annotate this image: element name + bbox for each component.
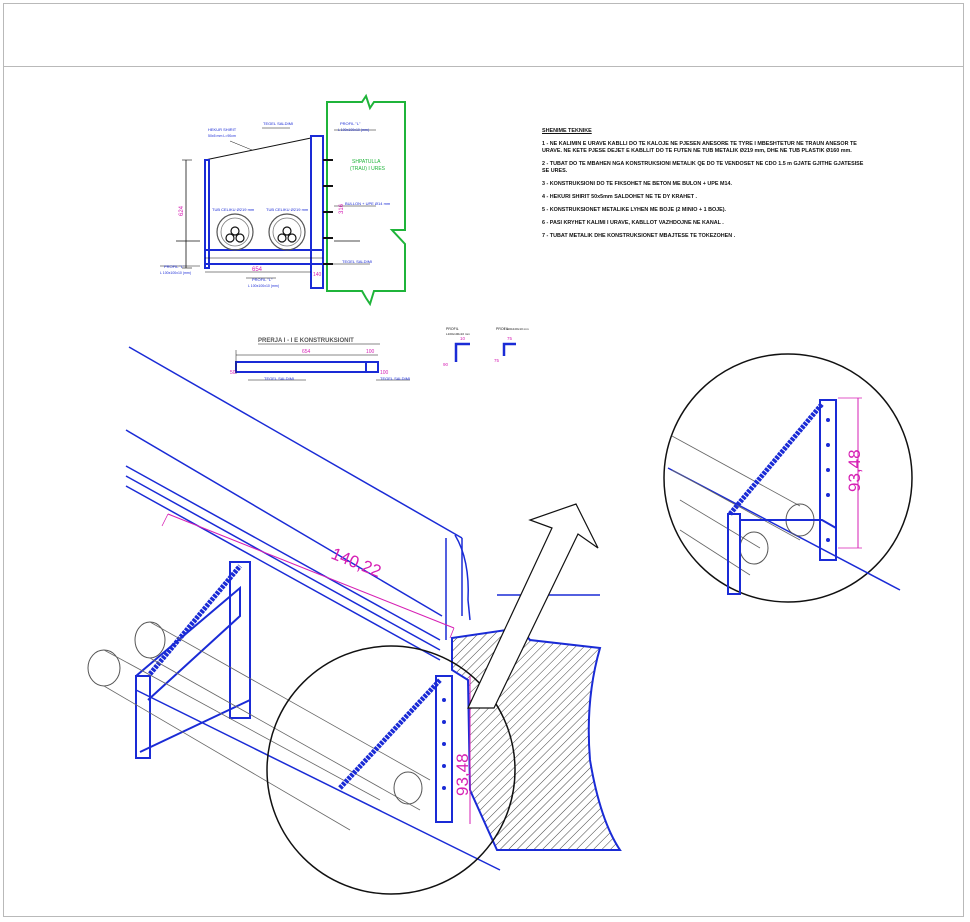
note-7: 7 - TUBAT METALIK DHE KONSTRUKSIONET MBA… xyxy=(542,233,736,240)
left-profile xyxy=(204,159,210,269)
label-profil-l-left: PROFIL "L" xyxy=(164,264,185,269)
label-hekur-shirit: HEKUR SHIRIT xyxy=(208,127,237,132)
note-5: 5 - KONSTRUKSIONET METALIKE LYHEN ME BOJ… xyxy=(542,207,727,214)
profil-a-dim1: 10 xyxy=(460,336,466,341)
profil-b-label: PROFIL xyxy=(496,327,509,331)
note-4: 4 - HEKURI SHIRIT 50x5mm SALDOHET NE TE … xyxy=(542,194,698,201)
label-shpatulla: SHPATULLA (TRAU) I URES xyxy=(350,159,386,172)
label-bulon: BULLON + UPE Ø14 mm xyxy=(345,201,391,206)
note-6: 6 - PASI KRYHET KALIMI I URAVE, KABLLOT … xyxy=(542,220,724,227)
dim-316: 316 xyxy=(339,203,345,214)
dim-654: 654 xyxy=(252,267,263,273)
detail-dim-100-right: 100 xyxy=(380,370,389,376)
label-profil-l-top-spec: L 100x100x10 (mm) xyxy=(338,128,369,132)
detail-dim-50-left: 50 xyxy=(230,370,236,376)
dim-624: 624 xyxy=(179,205,185,216)
title-band xyxy=(3,3,964,67)
profil-b-dim2: 75 xyxy=(494,358,500,363)
label-tub-celiku-1: TUB CELIKU Ø219 mm xyxy=(212,207,255,212)
detail-tegel-left: TEGEL SALDIMI xyxy=(264,376,294,381)
label-shpatulla-line2: (TRAU) I URES xyxy=(350,166,386,172)
label-shpatulla-line1: SHPATULLA xyxy=(352,159,381,165)
dim-140: 140 xyxy=(313,272,322,278)
note-1: 1 - NE KALIMIN E URAVE KABLLI DO TE KALO… xyxy=(542,141,857,155)
iso-pipe-b xyxy=(87,649,121,687)
dim-height: 93,48 xyxy=(453,753,472,796)
dim-long: 140,22 xyxy=(329,544,384,581)
label-tegel-saldimi-top: TEGEL SALDIMI xyxy=(263,121,293,126)
label-profil-l-bottom-spec: L 100x100x10 (mm) xyxy=(248,284,279,288)
dim-height-zoom: 93,48 xyxy=(845,449,864,492)
detail-bar xyxy=(235,361,379,373)
label-tegel-saldimi-right: TEGEL SALDIMI xyxy=(342,259,372,264)
profil-a-dim2: 90 xyxy=(443,362,449,367)
bottom-profile xyxy=(204,249,324,265)
drawing-frame xyxy=(3,3,964,917)
zoom-circle xyxy=(663,353,913,603)
pipe-left xyxy=(216,213,254,251)
label-profil-l-bottom: PROFIL "L" xyxy=(252,277,273,282)
profil-b-dim1: 75 xyxy=(507,336,513,341)
technical-notes: SHENIME TEKNIKE 1 - NE KALIMIN E URAVE K… xyxy=(542,128,872,246)
iso-pipe-a xyxy=(134,621,166,659)
note-2: 2 - TUBAT DO TE MBAHEN NGA KONSTRUKSIONI… xyxy=(542,161,864,175)
concrete-hatch xyxy=(451,626,622,851)
profil-b-shape xyxy=(502,342,516,356)
notes-title: SHENIME TEKNIKE xyxy=(542,128,592,134)
pipe-right xyxy=(268,213,306,251)
label-tub-celiku-2: TUB CELIKU Ø219 mm xyxy=(266,207,309,212)
label-profil-l-left-spec: L 100x100x10 (mm) xyxy=(160,271,191,275)
hekur-shirit-line xyxy=(204,137,312,161)
profil-a-label: PROFIL xyxy=(446,327,459,331)
zoom-arrow xyxy=(467,503,599,709)
detail-dim-654: 654 xyxy=(302,349,311,355)
label-profil-l-top: PROFIL "L" xyxy=(340,121,361,126)
profil-b-spec: L 100x100x10 mm xyxy=(504,327,529,331)
profil-a-shape xyxy=(454,342,470,362)
magnifier-circle xyxy=(266,645,516,895)
label-hekur-shirit-dim: 50x5 mm L=90cm xyxy=(208,134,236,138)
detail-tegel-right: TEGEL SALDIMI xyxy=(380,376,410,381)
girder-top-edge xyxy=(128,346,463,539)
curb xyxy=(454,534,471,621)
note-3: 3 - KONSTRUKSIONI DO TE FIKSOHET NE BETO… xyxy=(542,181,732,188)
bridge-beam-outline xyxy=(326,93,406,307)
detail-dim-100: 100 xyxy=(366,349,375,355)
l-profiles: PROFIL L100x100x10 mm 10 90 PROFIL L 100… xyxy=(443,327,529,367)
profil-a-spec: L100x100x10 mm xyxy=(446,332,470,336)
zoom-detail: 93,48 xyxy=(663,353,913,603)
detail-title: PRERJA I - I E KONSTRUKSIONIT xyxy=(258,338,354,344)
isometric-view: 140,22 93,48 xyxy=(87,346,622,895)
cross-section: HEKUR SHIRIT 50x5 mm L=90cm TEGEL SALDIM… xyxy=(160,93,406,307)
section-detail: PRERJA I - I E KONSTRUKSIONIT 654 100 50… xyxy=(230,338,410,381)
right-profile xyxy=(310,135,324,289)
